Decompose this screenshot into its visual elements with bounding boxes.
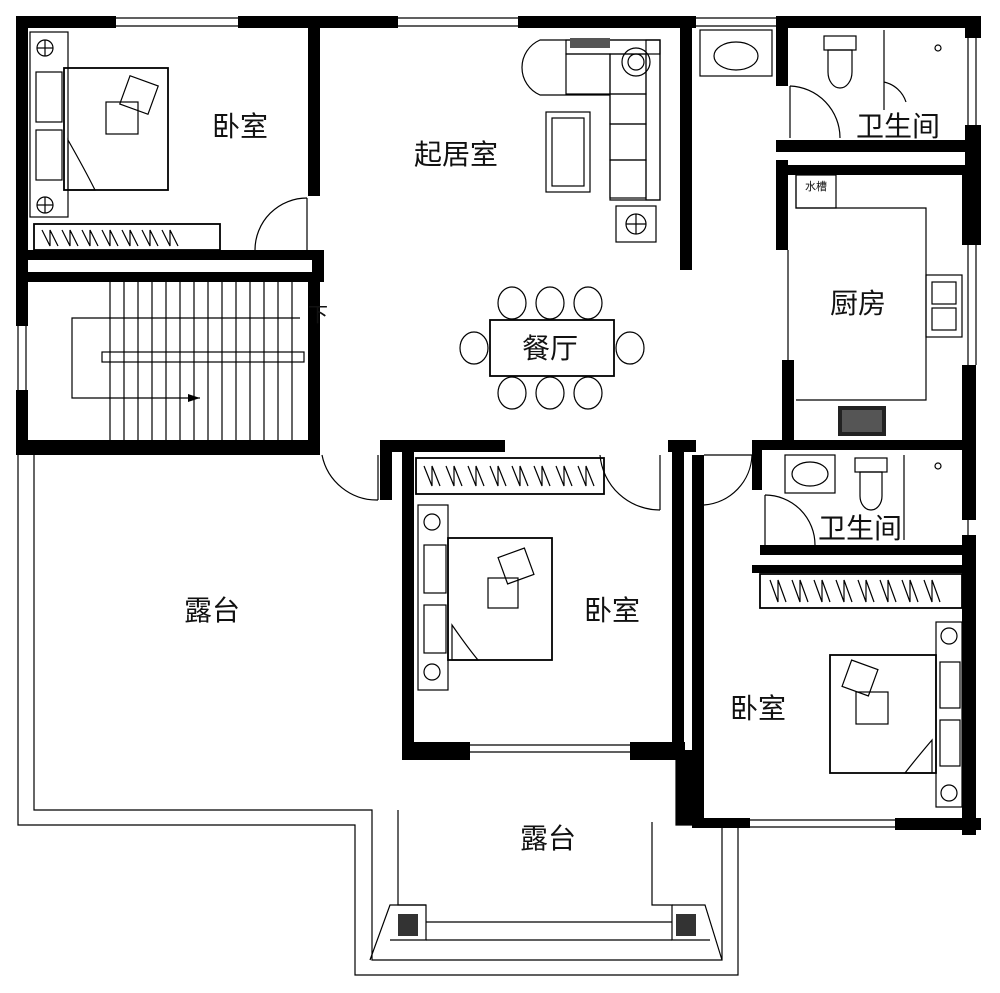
wardrobe-center: [415, 457, 605, 495]
wardrobe-nw: [33, 223, 221, 251]
room-label-kitchen: 厨房: [830, 287, 886, 320]
terrace-column-left: [398, 914, 418, 936]
sink-tag-label: 水槽: [805, 180, 827, 193]
bed-se: [829, 621, 963, 808]
room-label-living-room: 起居室: [414, 138, 498, 171]
wardrobe-se: [759, 573, 963, 609]
sofa-l-shaped: [521, 38, 661, 201]
terrace-outline: [17, 455, 739, 976]
room-label-bedroom-center: 卧室: [584, 594, 640, 627]
doors: [254, 85, 841, 546]
room-label-terrace-west: 露台: [184, 594, 240, 627]
stair-down-label: 下: [308, 303, 328, 327]
room-label-dining: 餐厅: [522, 332, 578, 365]
side-lamp: [615, 205, 657, 243]
room-label-bath-mid: 卫生间: [818, 512, 902, 545]
windows: [17, 17, 977, 828]
dining-table: [459, 286, 645, 410]
kitchen-counter: [795, 174, 963, 436]
room-label-bath-top: 卫生间: [856, 110, 940, 143]
staircase: [71, 282, 305, 440]
bed-center: [417, 504, 553, 691]
coffee-table: [545, 111, 591, 193]
bathroom-mid-fixtures: [784, 454, 942, 540]
bathroom-top-fixtures: [699, 29, 942, 110]
room-label-bedroom-se: 卧室: [730, 692, 786, 725]
terrace-column-right: [676, 914, 696, 936]
bed-nw: [29, 31, 169, 218]
room-label-terrace-south: 露台: [520, 822, 576, 855]
walls: [16, 16, 981, 835]
room-label-bedroom-nw: 卧室: [212, 110, 268, 143]
